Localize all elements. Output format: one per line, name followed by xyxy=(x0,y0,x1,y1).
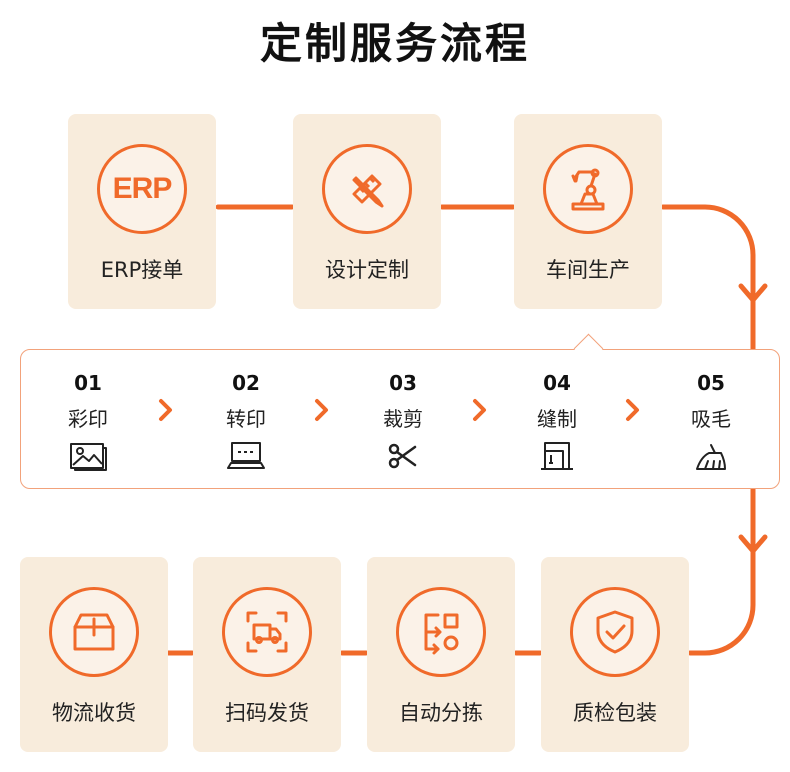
step-label: ERP接单 xyxy=(100,258,184,282)
scissors-icon xyxy=(358,441,448,473)
step-name: 吸毛 xyxy=(691,407,731,431)
step-card-shipping: 扫码发货 xyxy=(193,557,341,752)
step-label: 物流收货 xyxy=(52,701,136,725)
chevron-right-icon xyxy=(473,399,486,421)
step-label: 质检包装 xyxy=(573,701,657,725)
connector-3-panel xyxy=(660,204,756,352)
scan-truck-icon xyxy=(222,587,312,677)
erp-icon: ERP xyxy=(97,144,187,234)
production-step-5: 05 吸毛 xyxy=(666,371,756,473)
arrow-down-1 xyxy=(738,283,768,304)
production-step-2: 02 转印 xyxy=(201,371,291,473)
step-number: 04 xyxy=(543,371,571,395)
step-card-erp: ERP ERP接单 xyxy=(68,114,216,309)
image-icon xyxy=(43,441,133,473)
step-card-logistics: 物流收货 xyxy=(20,557,168,752)
production-panel xyxy=(20,349,780,489)
monitor-icon xyxy=(201,441,291,473)
step-label: 扫码发货 xyxy=(225,701,309,725)
step-label: 自动分拣 xyxy=(399,701,483,725)
step-card-inspection: 质检包装 xyxy=(541,557,689,752)
step-number: 01 xyxy=(74,371,102,395)
brush-icon xyxy=(666,441,756,473)
sewing-machine-icon xyxy=(512,441,602,473)
page-title: 定制服务流程 xyxy=(259,19,530,68)
connector-panel-4 xyxy=(687,486,756,656)
step-number: 05 xyxy=(697,371,725,395)
step-name: 裁剪 xyxy=(383,407,423,431)
shield-check-icon xyxy=(570,587,660,677)
step-name: 转印 xyxy=(226,407,266,431)
step-card-sorting: 自动分拣 xyxy=(367,557,515,752)
step-number: 02 xyxy=(232,371,260,395)
step-card-production: 车间生产 xyxy=(514,114,662,309)
step-label: 设计定制 xyxy=(325,258,409,282)
box-icon xyxy=(49,587,139,677)
chevron-right-icon xyxy=(159,399,172,421)
step-card-design: 设计定制 xyxy=(293,114,441,309)
step-number: 03 xyxy=(389,371,417,395)
sorting-icon xyxy=(396,587,486,677)
production-step-1: 01 彩印 xyxy=(43,371,133,473)
chevron-right-icon xyxy=(626,399,639,421)
step-label: 车间生产 xyxy=(546,258,630,282)
robot-arm-icon xyxy=(543,144,633,234)
production-step-4: 04 缝制 xyxy=(512,371,602,473)
chevron-right-icon xyxy=(315,399,328,421)
step-name: 彩印 xyxy=(68,407,108,431)
production-step-3: 03 裁剪 xyxy=(358,371,448,473)
arrow-down-2 xyxy=(738,534,768,555)
step-name: 缝制 xyxy=(537,407,577,431)
pencil-ruler-icon xyxy=(322,144,412,234)
